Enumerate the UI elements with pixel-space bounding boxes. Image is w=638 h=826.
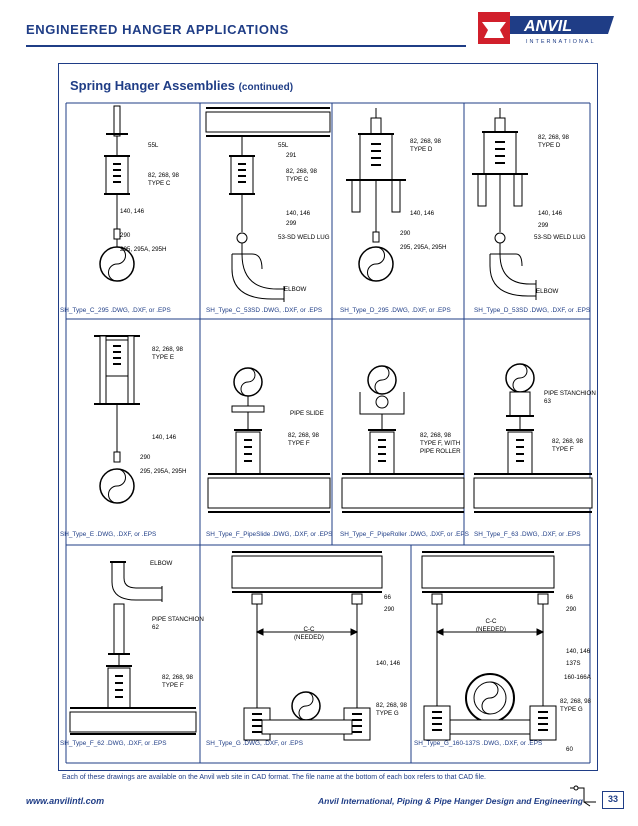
page-header-title: Engineered Hanger Applications — [26, 22, 289, 37]
cad-filename-caption: SH_Type_D_53SD .DWG, .DXF, or .EPS — [474, 307, 591, 314]
label-spring-type: 82, 268, 98 TYPE F — [162, 674, 193, 689]
label-rod: 140, 146 — [566, 648, 591, 655]
cad-filename-caption: SH_Type_C_295 .DWG, .DXF, or .EPS — [60, 307, 171, 314]
label-spring-type: 82, 268, 98 TYPE F — [552, 438, 583, 453]
cad-filename-caption: SH_Type_G_160-137S .DWG, .DXF, or .EPS — [414, 740, 543, 747]
hanger-drawing — [472, 108, 537, 300]
drawing-cell-type-f-62: ELBOW PIPE STANCHION 62 82, 268, 98 TYPE… — [60, 548, 204, 762]
label-55l: 55L — [148, 142, 159, 149]
label-elbow: ELBOW — [150, 560, 173, 567]
drawing-cell-type-f-pipe-roller: 82, 268, 98 TYPE F, WITH PIPE ROLLER SH_… — [336, 322, 469, 544]
logo-subtext: INTERNATIONAL — [526, 39, 596, 45]
hanger-clamp-icon — [570, 785, 596, 807]
drawing-cell-type-c-295: 55L 82, 268, 98 TYPE C 140, 146 290 295,… — [60, 104, 200, 320]
label-rod: 140, 146 — [286, 210, 311, 217]
label-spring-type: 82, 268, 98 TYPE F — [288, 432, 319, 447]
label-pipe-stanchion: PIPE STANCHION 62 — [152, 616, 204, 631]
drawing-cell-type-f-pipe-slide: PIPE SLIDE 82, 268, 98 TYPE F SH_Type_F_… — [202, 322, 334, 544]
label-160-166a: 160-166A — [564, 674, 591, 681]
drawing-cell-type-c-53sd: 55L 291 82, 268, 98 TYPE C 140, 146 299 … — [202, 104, 334, 320]
anvil-icon — [482, 22, 506, 38]
label-290: 290 — [120, 232, 131, 239]
label-rod: 140, 146 — [120, 208, 145, 215]
hanger-drawing — [473, 363, 593, 513]
label-spring-type: 82, 268, 98 TYPE C — [286, 168, 317, 183]
label-weld-lug: 53-SD WELD LUG — [278, 234, 330, 241]
label-rod: 140, 146 — [152, 434, 177, 441]
website-link[interactable]: www.anvilintl.com — [26, 796, 105, 806]
label-55l: 55L — [278, 142, 289, 149]
label-clamp: 295, 295A, 295H — [400, 244, 447, 251]
hanger-drawing — [341, 365, 465, 513]
publication-title: Anvil International, Piping & Pipe Hange… — [318, 796, 583, 806]
drawing-cell-type-g-160-137s: 66 290 C-C (NEEDED) 140, 146 137S 160-16… — [414, 548, 598, 762]
label-spring-type: 82, 268, 98 TYPE E — [152, 346, 183, 361]
hanger-drawing — [421, 551, 557, 741]
hanger-drawing — [69, 561, 197, 735]
label-spring-type: 82, 268, 98 TYPE D — [410, 138, 441, 153]
label-290: 290 — [566, 606, 577, 613]
label-290: 290 — [384, 606, 395, 613]
label-center-to-center: C-C (NEEDED) — [294, 626, 324, 641]
hanger-drawing — [94, 335, 140, 504]
logo-banner — [510, 16, 614, 34]
label-rod: 140, 146 — [376, 660, 401, 667]
label-spring-type: 82, 268, 98 TYPE G — [376, 702, 407, 717]
label-66: 66 — [384, 594, 391, 601]
cad-filename-caption: SH_Type_C_53SD .DWG, .DXF, or .EPS — [206, 307, 323, 314]
page-number: 33 — [602, 791, 624, 809]
hanger-drawing — [231, 551, 383, 741]
label-pipe-slide: PIPE SLIDE — [290, 410, 324, 417]
label-clamp: 295, 295A, 295H — [120, 246, 167, 253]
header-rule — [26, 45, 466, 47]
label-291: 291 — [286, 152, 297, 159]
label-rod: 140, 146 — [538, 210, 563, 217]
drawing-cell-type-g: 66 290 C-C (NEEDED) 140, 146 82, 268, 98… — [202, 548, 410, 762]
label-spring-type: 82, 268, 98 TYPE G — [560, 698, 591, 713]
label-spring-type: 82, 268, 98 TYPE D — [538, 134, 569, 149]
label-pipe-stanchion: PIPE STANCHION 63 — [544, 390, 596, 405]
label-299: 299 — [286, 220, 297, 227]
label-290: 290 — [140, 454, 151, 461]
section-subtitle: (continued) — [238, 82, 294, 93]
hanger-drawing — [207, 367, 331, 513]
hanger-drawing — [99, 105, 135, 282]
label-weld-lug: 53-SD WELD LUG — [534, 234, 586, 241]
drawing-cell-type-f-63: PIPE STANCHION 63 82, 268, 98 TYPE F SH_… — [470, 322, 596, 544]
hanger-drawing — [346, 108, 406, 282]
cad-filename-caption: SH_Type_G .DWG, .DXF, or .EPS — [206, 740, 303, 747]
cad-filename-caption: SH_Type_F_PipeRoller .DWG, .DXF, or .EPS — [340, 531, 469, 538]
label-rod: 140, 146 — [410, 210, 435, 217]
logo-text: ANVIL — [523, 18, 572, 35]
cad-filename-caption: SH_Type_F_63 .DWG, .DXF, or .EPS — [474, 531, 581, 538]
label-290: 290 — [400, 230, 411, 237]
label-clamp: 295, 295A, 295H — [140, 468, 187, 475]
section-title-text: Spring Hanger Assemblies — [70, 78, 235, 93]
label-60: 60 — [566, 746, 573, 753]
label-elbow: ELBOW — [284, 286, 307, 293]
drawing-cell-type-e: 82, 268, 98 TYPE E 140, 146 290 295, 295… — [60, 322, 200, 544]
label-66: 66 — [566, 594, 573, 601]
label-299: 299 — [538, 222, 549, 229]
hanger-drawing — [205, 107, 331, 302]
cad-footnote: Each of these drawings are available on … — [62, 774, 486, 781]
label-elbow: ELBOW — [536, 288, 559, 295]
cad-filename-caption: SH_Type_F_62 .DWG, .DXF, or .EPS — [60, 740, 167, 747]
label-137s: 137S — [566, 660, 581, 667]
label-spring-type: 82, 268, 98 TYPE F, WITH PIPE ROLLER — [420, 432, 461, 455]
cad-filename-caption: SH_Type_E .DWG, .DXF, or .EPS — [60, 531, 157, 538]
anvil-logo: ANVIL INTERNATIONAL — [478, 12, 614, 45]
section-title: Spring Hanger Assemblies (continued) — [70, 78, 293, 93]
cad-filename-caption: SH_Type_F_PipeSlide .DWG, .DXF, or .EPS — [206, 531, 333, 538]
label-spring-type: 82, 268, 98 TYPE C — [148, 172, 179, 187]
drawing-cell-type-d-53sd: 82, 268, 98 TYPE D 140, 146 299 53-SD WE… — [470, 104, 596, 320]
label-center-to-center: C-C (NEEDED) — [476, 618, 506, 633]
drawing-cell-type-d-295: 82, 268, 98 TYPE D 140, 146 290 295, 295… — [336, 104, 468, 320]
cad-filename-caption: SH_Type_D_295 .DWG, .DXF, or .EPS — [340, 307, 451, 314]
